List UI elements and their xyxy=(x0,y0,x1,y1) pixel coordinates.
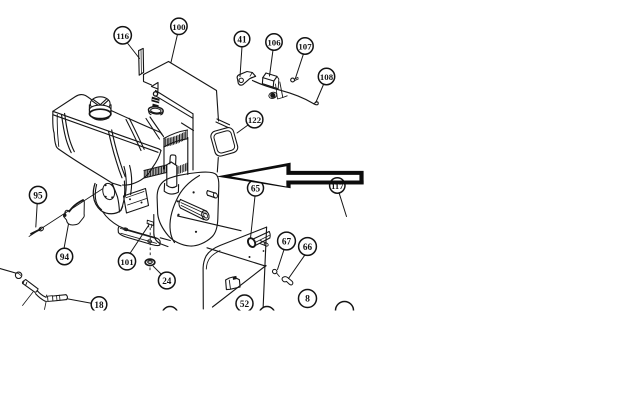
svg-text:18: 18 xyxy=(94,300,104,310)
svg-text:67: 67 xyxy=(282,237,292,247)
svg-text:122: 122 xyxy=(248,115,262,125)
svg-text:95: 95 xyxy=(33,191,43,201)
svg-text:117: 117 xyxy=(331,181,344,191)
svg-text:41: 41 xyxy=(237,35,247,45)
svg-text:107: 107 xyxy=(298,42,312,52)
svg-text:52: 52 xyxy=(240,299,250,309)
svg-text:100: 100 xyxy=(172,22,186,32)
svg-text:65: 65 xyxy=(251,184,261,194)
svg-text:94: 94 xyxy=(60,252,70,262)
svg-text:108: 108 xyxy=(320,72,334,82)
svg-text:106: 106 xyxy=(267,38,281,48)
svg-text:66: 66 xyxy=(303,242,313,252)
svg-text:8: 8 xyxy=(305,294,310,305)
svg-text:24: 24 xyxy=(162,276,172,286)
svg-text:116: 116 xyxy=(116,31,129,41)
svg-text:101: 101 xyxy=(120,257,133,267)
